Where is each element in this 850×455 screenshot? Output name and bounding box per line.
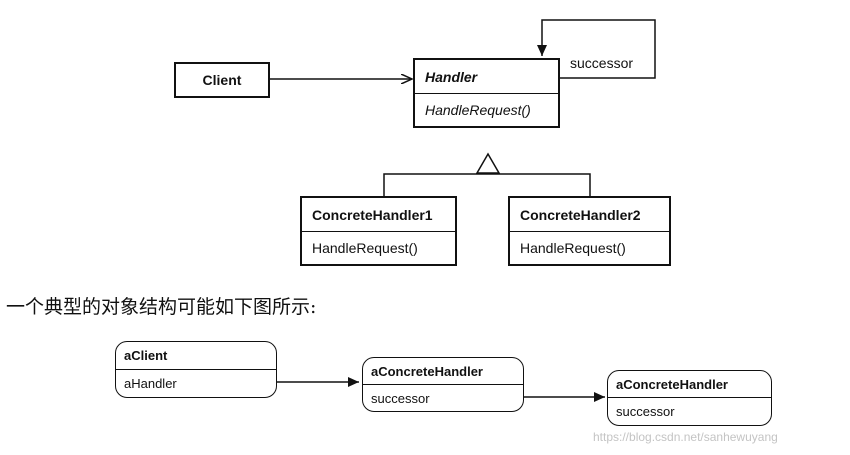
aclient-object-box: aClient aHandler: [115, 341, 277, 398]
client-class-name: Client: [202, 72, 242, 88]
concrete-handler2-name: ConcreteHandler2: [520, 206, 641, 223]
handler2-object-name: aConcreteHandler: [616, 376, 728, 392]
concrete-handler1-class-box: ConcreteHandler1 HandleRequest(): [300, 196, 457, 266]
successor-self-association: [537, 19, 656, 79]
handler1-object-name: aConcreteHandler: [371, 363, 483, 379]
concrete-handler2-method: HandleRequest(): [510, 231, 669, 264]
handler2-successor-field: successor: [608, 397, 771, 425]
handler1-object-box: aConcreteHandler successor: [362, 357, 524, 412]
concrete-handler1-method: HandleRequest(): [302, 231, 455, 264]
concrete-handler2-class-box: ConcreteHandler2 HandleRequest(): [508, 196, 671, 266]
aclient-field: aHandler: [116, 369, 276, 397]
inheritance-branches: [383, 173, 591, 196]
concrete-handler1-name: ConcreteHandler1: [312, 206, 433, 223]
watermark-text: https://blog.csdn.net/sanhewuyang: [593, 430, 778, 444]
inheritance-triangle: [475, 152, 501, 174]
successor-label: successor: [570, 55, 634, 71]
client-class-box: Client: [174, 62, 270, 98]
handler2-object-box: aConcreteHandler successor: [607, 370, 772, 426]
handler-class-name: Handler: [425, 68, 478, 85]
caption-text: 一个典型的对象结构可能如下图所示:: [6, 296, 317, 318]
handler-class-box: Handler HandleRequest(): [413, 58, 560, 128]
aclient-object-name: aClient: [124, 348, 168, 363]
handler1-successor-field: successor: [363, 384, 523, 411]
handler-method: HandleRequest(): [415, 93, 558, 126]
